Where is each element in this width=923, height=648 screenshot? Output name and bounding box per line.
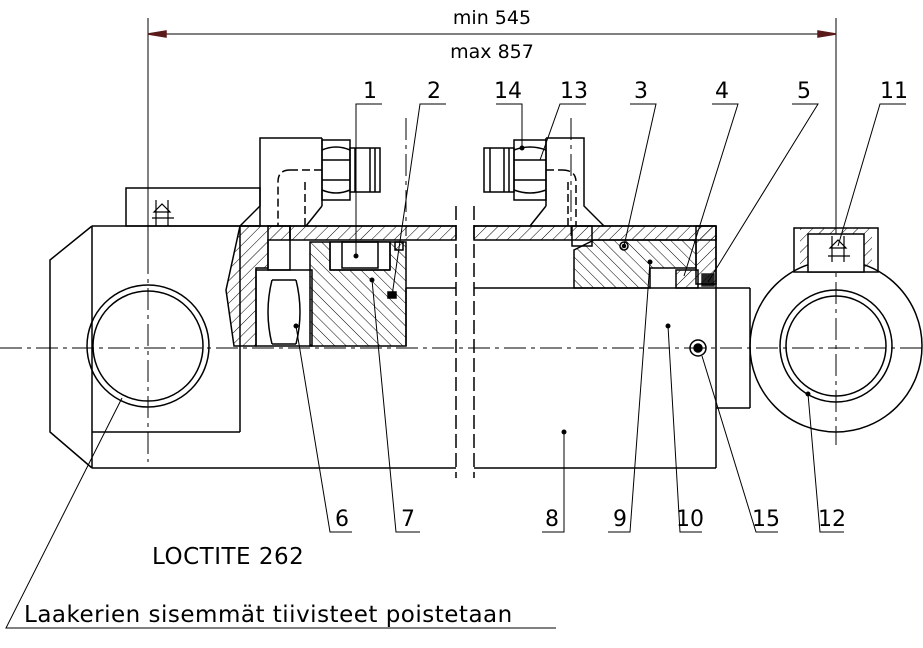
- gland: [573, 239, 715, 289]
- callout-15: 15: [752, 507, 780, 532]
- min-dimension-label: min 545: [453, 7, 531, 29]
- callout-14: 14: [494, 79, 522, 104]
- callout-4: 4: [715, 79, 729, 104]
- grease-nipple-left: [152, 200, 174, 226]
- piston: [309, 241, 407, 347]
- loctite-note: LOCTITE 262: [152, 544, 304, 570]
- leader-lines: [5, 103, 906, 629]
- callout-8: 8: [545, 507, 559, 532]
- callout-10: 10: [676, 507, 704, 532]
- callout-7: 7: [401, 507, 415, 532]
- callout-2: 2: [427, 79, 441, 104]
- cylinder-tube: [92, 225, 717, 469]
- bearing-seal-note: Laakerien sisemmät tiivisteet poistetaan: [24, 602, 513, 628]
- callout-12: 12: [818, 507, 846, 532]
- right-port-fitting: [483, 137, 605, 247]
- callout-6: 6: [335, 507, 349, 532]
- callout-3: 3: [634, 79, 648, 104]
- grease-nipple-right: [828, 236, 850, 262]
- callout-5: 5: [797, 79, 811, 104]
- callout-11: 11: [880, 79, 908, 104]
- callout-9: 9: [613, 507, 627, 532]
- left-port-block: [225, 225, 291, 347]
- left-end-cap: [49, 187, 261, 469]
- callout-13: 13: [560, 79, 588, 104]
- right-end-eye: [749, 227, 923, 433]
- rod-end: [255, 269, 313, 347]
- break-lines: [455, 206, 475, 478]
- max-dimension-label: max 857: [450, 41, 534, 63]
- center-line: [0, 118, 923, 462]
- callout-1: 1: [363, 79, 377, 104]
- lock-pin: [689, 339, 707, 357]
- left-port-fitting: [239, 137, 381, 227]
